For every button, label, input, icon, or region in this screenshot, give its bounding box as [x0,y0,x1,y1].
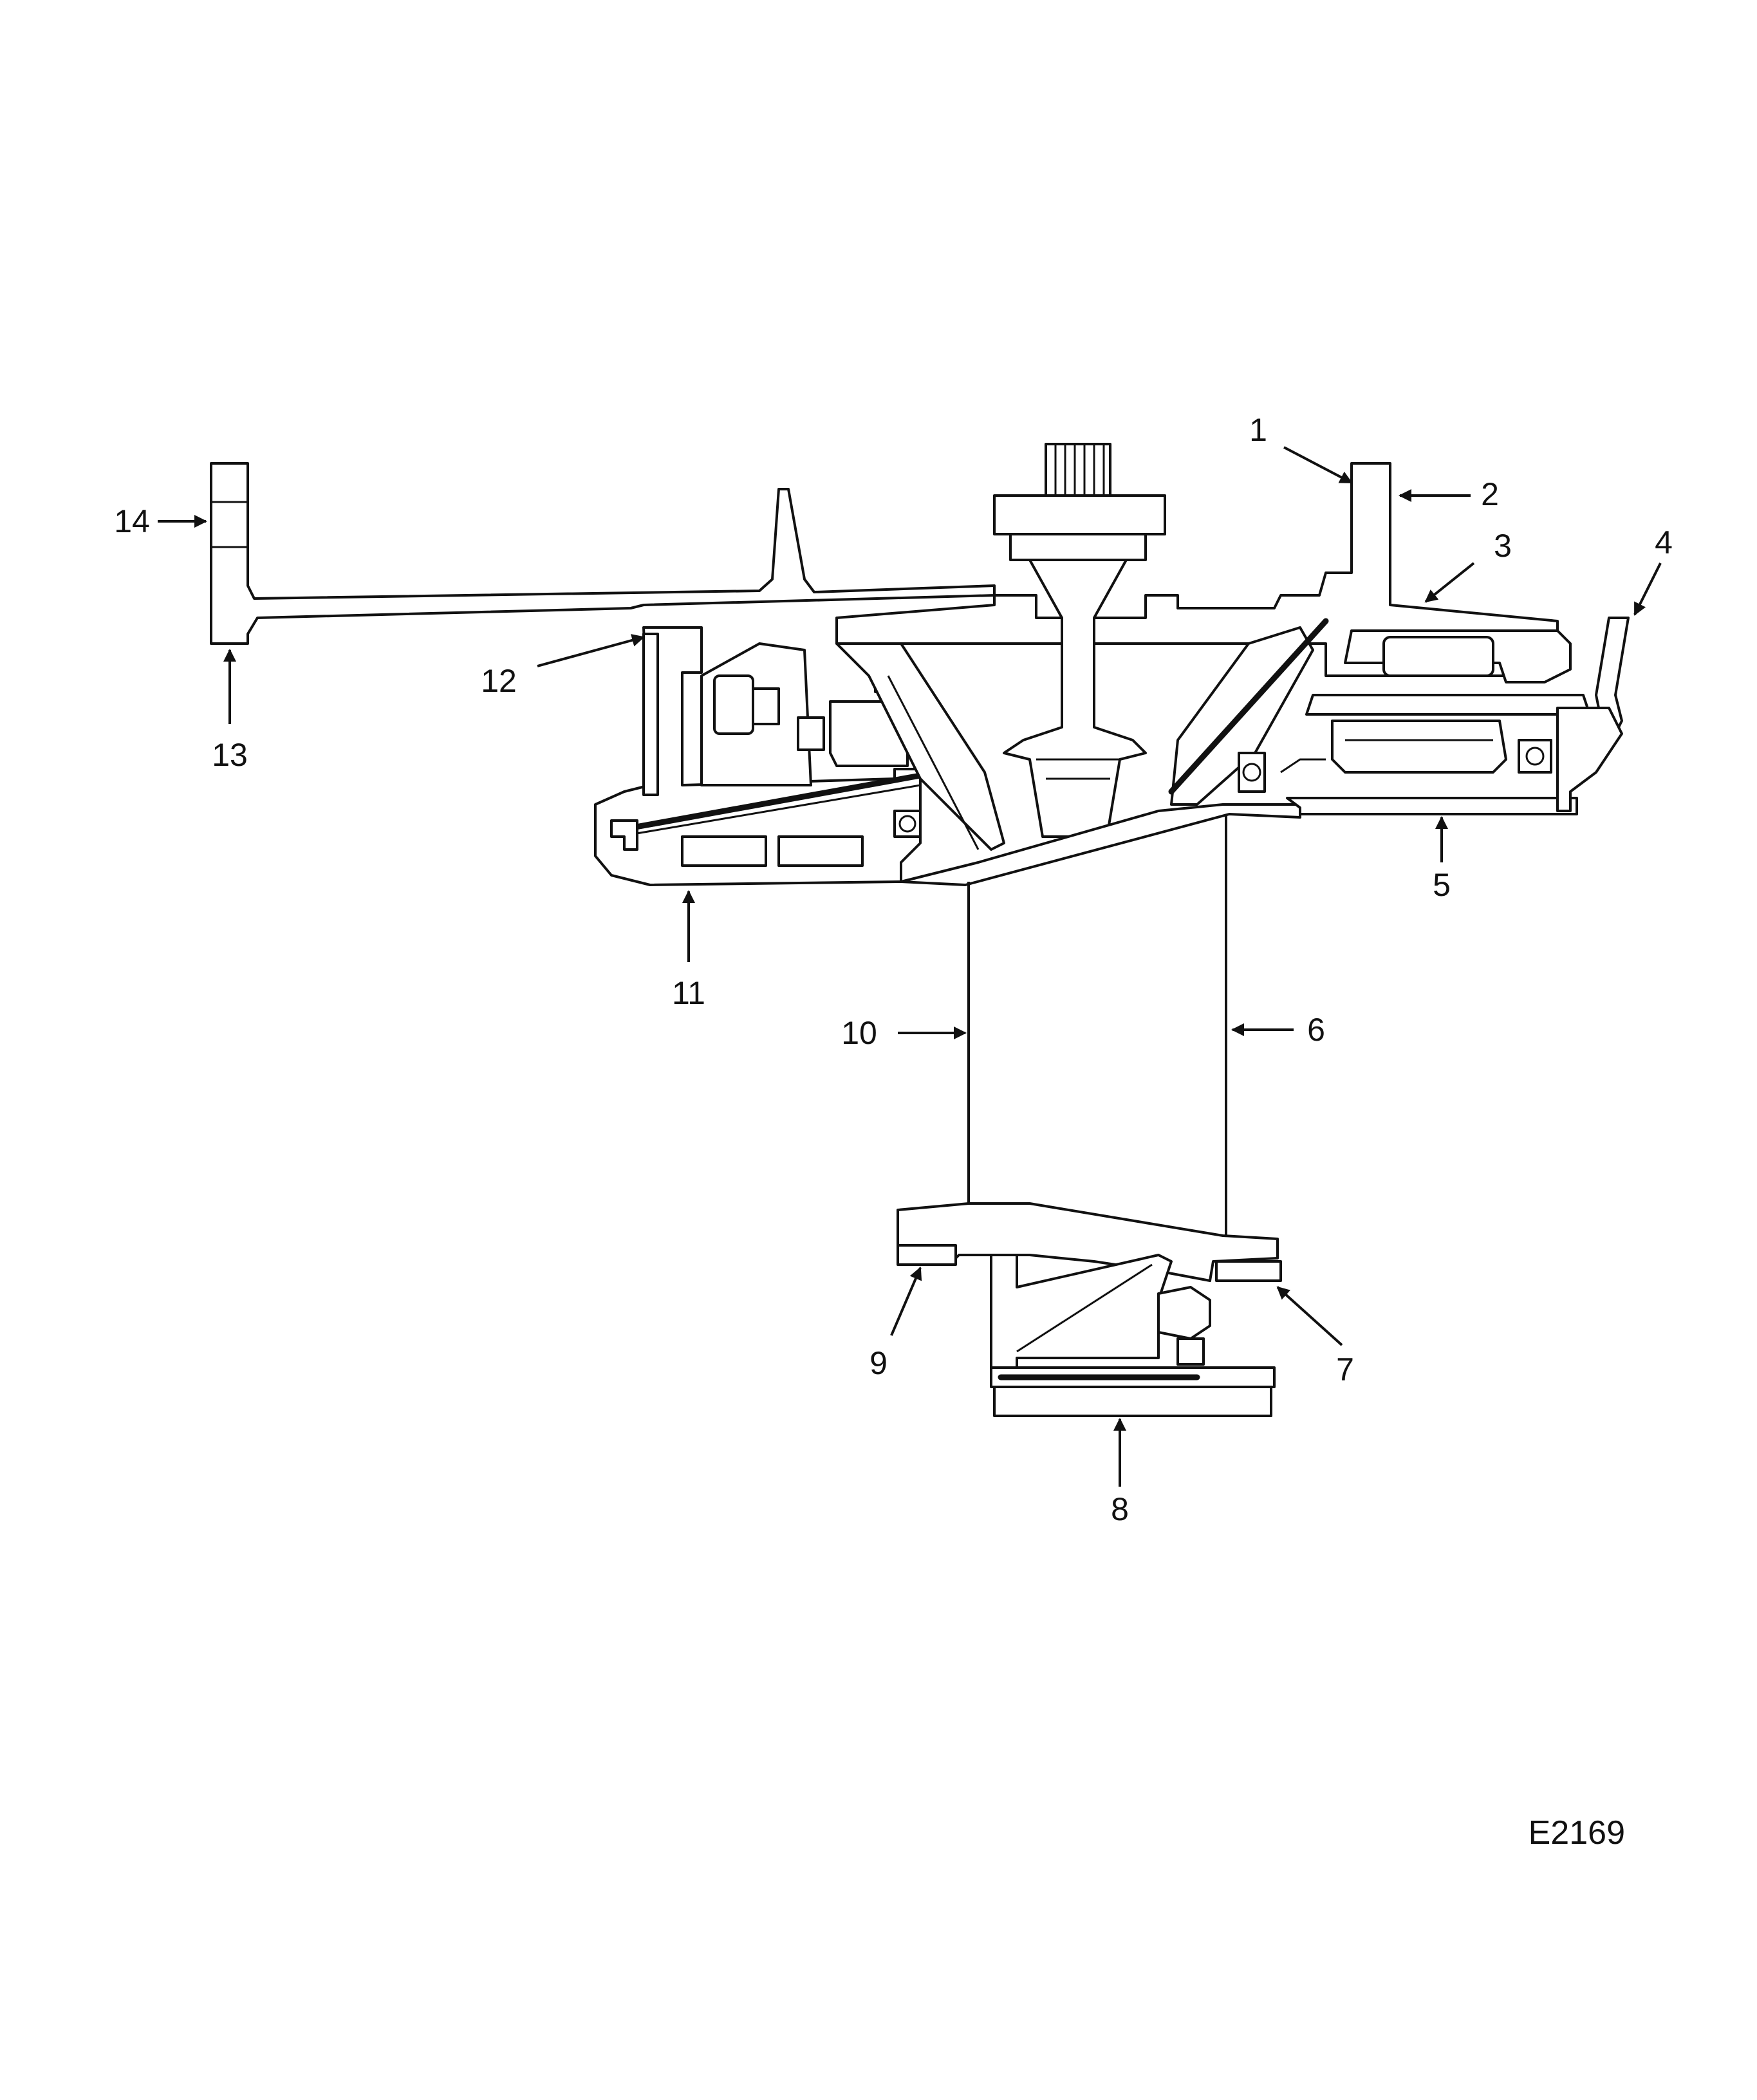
leader-9 [890,1267,922,1336]
lower-flange-left-foot [897,1244,957,1266]
callout-10: 10 [841,1015,877,1051]
left-lower-pocket-b [777,835,864,867]
callout-4: 4 [1655,525,1673,561]
right-clamp-ring [1305,694,1591,716]
left-stud-large [713,674,754,735]
right-section [1238,617,1630,815]
left-flange [210,462,996,645]
callout-9: 9 [869,1345,888,1381]
upper-housing [210,443,1559,838]
spline-shaft [1045,443,1111,497]
right-cavity [1382,636,1494,677]
right-cup [1331,720,1507,774]
callout-13: 13 [212,737,248,773]
right-diagonal-band [1168,618,1329,795]
cap-neck [1009,533,1147,561]
lower-assembly [897,1202,1282,1417]
callout-11: 11 [672,975,705,1011]
lower-web [990,1254,1173,1379]
callout-12: 12 [481,663,517,699]
leader-3 [1424,562,1475,603]
right-base-plate [1286,797,1578,815]
figure-code: E2169 [1529,1814,1625,1852]
left-vertical-plate [642,633,659,796]
center-web [835,618,1329,886]
callout-5: 5 [1433,867,1451,903]
leaders [158,446,1662,1487]
left-diagonal-band [615,772,924,833]
right-seal-right [1518,739,1552,774]
spline-teeth [1054,444,1105,496]
leader-4 [1633,562,1662,616]
left-stud-head [752,687,780,725]
left-seal-ring [893,810,922,838]
left-stud-small [797,716,825,751]
callout-8: 8 [1111,1491,1129,1527]
top-cap [993,494,1166,535]
lower-base [993,1386,1272,1417]
callout-1: 1 [1249,412,1267,448]
lower-flange-right-foot [1215,1260,1282,1282]
left-hook [610,819,638,851]
lower-bolt [1157,1286,1211,1340]
callout-labels: 1 2 3 4 5 6 7 8 9 10 11 12 13 14 [114,412,1673,1527]
callout-2: 2 [1481,476,1499,512]
left-lower-pocket-a [681,835,767,867]
callout-7: 7 [1336,1352,1354,1388]
leader-1 [1283,446,1353,484]
right-outer-step [1556,707,1623,812]
lower-bolt-collar [1176,1337,1205,1366]
left-section [594,626,924,886]
leader-12 [537,634,645,667]
callout-3: 3 [1494,528,1512,564]
callout-6: 6 [1307,1012,1325,1048]
center-cone-left [835,642,1005,851]
leader-7 [1276,1286,1343,1346]
shaft [967,814,1227,1239]
callout-14: 14 [114,503,150,539]
